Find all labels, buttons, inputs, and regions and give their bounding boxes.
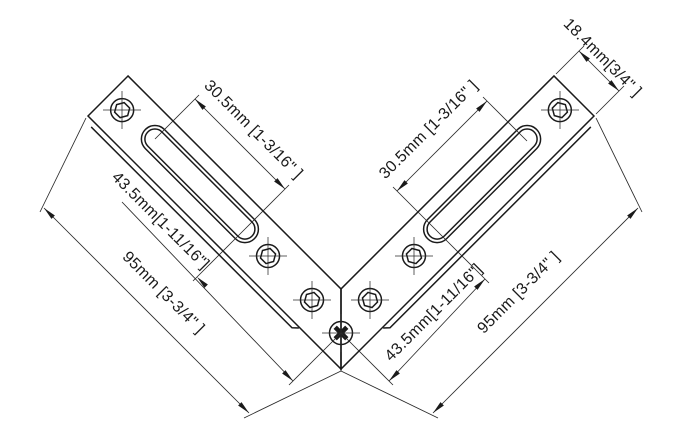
dim-end-width-right: 18.4mm[3/4" ]	[555, 15, 645, 115]
dim-slot-to-corner-right: 43.5mm[1-11/16"]	[340, 230, 490, 386]
hex-screw-left-end	[109, 97, 135, 123]
dim-label-slot-length-left: 30.5mm [1-3/16" ]	[201, 77, 306, 182]
hex-socket-icon	[361, 291, 379, 309]
dim-label-overall-right: 95mm [3-3/4" ]	[474, 248, 563, 337]
hex-socket-icon	[551, 101, 569, 119]
hex-socket-icon	[303, 291, 321, 309]
hex-screw-right-corner	[357, 287, 383, 313]
right-arm-plate-outline	[340, 74, 596, 371]
right-arm-slot	[426, 128, 538, 240]
right-arm-slot-chamfer	[422, 124, 542, 244]
hex-socket-icon	[405, 247, 423, 265]
hex-screw-left-corner	[299, 287, 325, 313]
left-arm-slot	[144, 128, 256, 240]
dim-label-slot-length-right: 30.5mm [1-3/16" ]	[376, 77, 481, 182]
hex-screw-left-mid	[255, 243, 281, 269]
hex-screw-right-mid	[401, 243, 427, 269]
right-arm-lower-plate-edge	[383, 126, 592, 329]
dim-slot-length-right: 30.5mm [1-3/16" ]	[376, 77, 528, 232]
hex-screw-right-end	[547, 97, 573, 123]
hex-socket-icon	[113, 101, 131, 119]
left-arm-slot-chamfer	[140, 124, 260, 244]
hex-socket-icon	[259, 247, 277, 265]
bracket-right-arm	[340, 74, 596, 371]
screw-center-marks	[103, 91, 579, 352]
left-arm-lower-plate-edge	[90, 126, 299, 329]
